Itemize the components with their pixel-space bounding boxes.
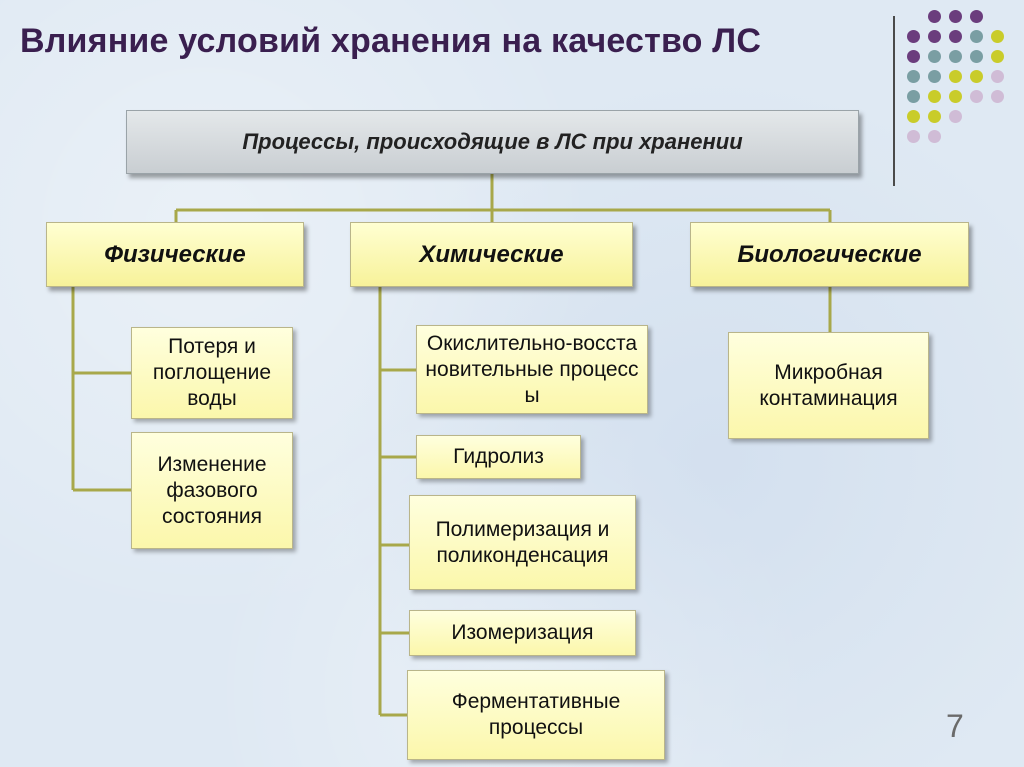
decorative-dot <box>907 30 920 43</box>
item-microbial-contamination: Микробная контаминация <box>728 332 929 439</box>
decorative-dot <box>907 50 920 63</box>
decorative-dot <box>907 70 920 83</box>
decorative-dot <box>949 50 962 63</box>
item-polymerization: Полимеризация и поликонденсация <box>409 495 636 590</box>
item-enzymatic: Ферментативные процессы <box>407 670 665 760</box>
slide-title: Влияние условий хранения на качество ЛС <box>20 22 762 60</box>
decorative-dot <box>991 70 1004 83</box>
decorative-dot <box>949 30 962 43</box>
category-biological: Биологические <box>690 222 969 287</box>
decorative-dot <box>928 30 941 43</box>
decorative-dot <box>907 110 920 123</box>
decorative-dot <box>949 90 962 103</box>
decorative-dot <box>970 90 983 103</box>
decorative-dot <box>991 30 1004 43</box>
decorative-dot <box>907 130 920 143</box>
item-phase-change: Изменение фазового состояния <box>131 432 293 549</box>
decorative-dot <box>949 110 962 123</box>
item-redox: Окислительно-восстановительные процессы <box>416 325 648 414</box>
decorative-dot <box>907 90 920 103</box>
decorative-dot <box>949 70 962 83</box>
category-chemical: Химические <box>350 222 633 287</box>
item-water-loss: Потеря и поглощение воды <box>131 327 293 419</box>
page-number: 7 <box>946 708 964 744</box>
decorative-dot <box>928 10 941 23</box>
decorative-dot <box>991 50 1004 63</box>
root-process-box: Процессы, происходящие в ЛС при хранении <box>126 110 859 174</box>
decorative-dot <box>928 70 941 83</box>
decorative-dot <box>928 130 941 143</box>
decorative-dot <box>970 70 983 83</box>
decorative-dot <box>949 10 962 23</box>
decorative-dot <box>970 30 983 43</box>
decorative-dot-grid-icon <box>907 10 1017 160</box>
decorative-dot <box>991 90 1004 103</box>
decorative-dot <box>928 50 941 63</box>
category-physical: Физические <box>46 222 304 287</box>
decorative-dot <box>928 90 941 103</box>
item-hydrolysis: Гидролиз <box>416 435 581 479</box>
decorative-dot <box>928 110 941 123</box>
title-divider <box>893 16 895 186</box>
decorative-dot <box>970 10 983 23</box>
item-isomerization: Изомеризация <box>409 610 636 656</box>
decorative-dot <box>970 50 983 63</box>
